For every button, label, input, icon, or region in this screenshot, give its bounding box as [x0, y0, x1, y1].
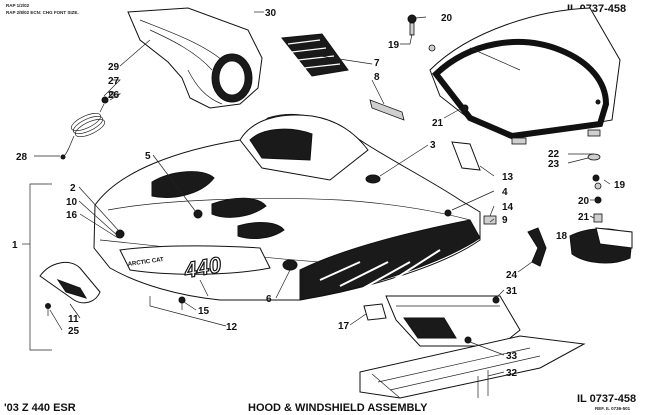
reference-number: REF. IL 0736-501	[595, 406, 631, 411]
callout-28: 28	[16, 152, 28, 163]
callout-14: 14	[502, 202, 514, 213]
callout-21-right: 21	[578, 212, 590, 223]
callout-1: 1	[12, 240, 18, 251]
decal-13	[451, 141, 481, 171]
callout-31: 31	[506, 286, 518, 297]
callout-24: 24	[506, 270, 518, 281]
callout-19-top: 19	[388, 40, 400, 51]
callout-26: 26	[108, 90, 120, 101]
callout-22: 22	[548, 149, 560, 160]
callout-9: 9	[502, 215, 508, 226]
callout-11: 11	[68, 314, 79, 325]
leader-lines	[34, 11, 611, 377]
grommet-6	[282, 259, 298, 271]
callout-2: 2	[70, 183, 76, 194]
decal-14	[483, 215, 497, 225]
callout-25: 25	[68, 326, 80, 337]
base-panel	[359, 335, 586, 399]
callout-18: 18	[556, 231, 568, 242]
callout-8: 8	[374, 72, 380, 83]
callout-4: 4	[502, 187, 508, 198]
plate-17	[363, 303, 387, 321]
right-bracket-group	[569, 174, 633, 264]
left-bracket	[39, 261, 101, 316]
brand-decal-text: ARCTIC CAT	[127, 257, 164, 268]
illustration-number-bottom: IL 0737-458	[577, 393, 636, 405]
callout-20-top: 20	[441, 13, 453, 24]
cable-assembly	[60, 91, 115, 160]
callout-6: 6	[266, 294, 272, 305]
callout-12: 12	[226, 322, 238, 333]
callout-19-right: 19	[614, 180, 626, 191]
callout-numbers: 30 29 27 26 28 5 2 10 16 1 7 8 19 20 21 …	[12, 8, 626, 379]
callout-10: 10	[66, 197, 78, 208]
callout-23: 23	[548, 159, 560, 170]
hood: ARCTIC CAT 440	[93, 113, 481, 301]
headlight-shroud	[127, 7, 263, 109]
windshield	[429, 7, 621, 161]
callout-16: 16	[66, 210, 78, 221]
callout-3: 3	[430, 140, 436, 151]
callout-29: 29	[108, 62, 120, 73]
side-strip-24	[527, 227, 547, 267]
callout-30: 30	[265, 8, 277, 19]
revision-line-1: RAP 1/2/02	[6, 3, 30, 8]
windshield-trim	[369, 99, 405, 121]
callout-7: 7	[374, 58, 380, 69]
callout-20-right: 20	[578, 196, 590, 207]
model-name: '03 Z 440 ESR	[4, 402, 76, 414]
callout-32: 32	[506, 368, 518, 379]
decal-strip	[281, 33, 349, 77]
callout-33: 33	[506, 351, 518, 362]
callout-15: 15	[198, 306, 210, 317]
diagram-title: HOOD & WINDSHIELD ASSEMBLY	[248, 402, 428, 414]
storage-tray	[385, 295, 521, 347]
revision-line-2: RAP 2/8/02 ECN: CHG FONT SIZE.	[6, 10, 79, 15]
callout-27: 27	[108, 76, 120, 87]
callout-21-top: 21	[432, 118, 444, 129]
callout-17: 17	[338, 321, 350, 332]
group-bracket	[29, 183, 52, 351]
grommet-3	[365, 174, 381, 184]
callout-5: 5	[145, 151, 151, 162]
callout-13: 13	[502, 172, 514, 183]
